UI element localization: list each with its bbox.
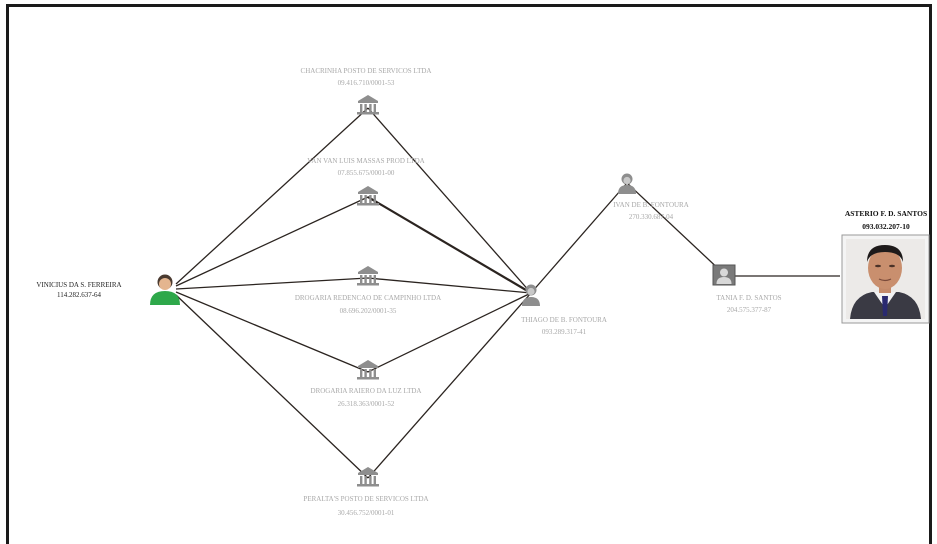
company3-id: 08.696.202/0001-35 [340,307,397,315]
person-icon [618,173,636,194]
company5-name: PERALTA'S POSTO DE SERVICOS LTDA [303,495,428,503]
edge-vinicius-company1 [175,107,369,285]
company2-name: VAN VAN LUIS MASSAS PROD LTDA [307,157,424,165]
tania-id: 204.575.377-87 [727,306,772,314]
company1-name: CHACRINHA POSTO DE SERVICOS LTDA [301,67,432,75]
thiago-name: THIAGO DE B. FONTOURA [521,316,607,324]
asterio-name: ASTERIO F. D. SANTOS [845,209,927,218]
bank-building-icon [357,266,379,286]
vinicius-name: VINICIUS DA S. FERREIRA [36,281,121,289]
id-card-icon [712,264,736,286]
bank-building-icon [357,186,379,206]
photo-portrait-icon [841,234,930,324]
vinicius-id: 114.282.637-64 [57,291,102,299]
company3-name: DROGARIA REDENCAO DE CAMPINHO LTDA [295,294,441,302]
edge-thiago-ivan [530,182,628,294]
edge-vinicius-company2 [175,196,369,287]
ivan-id: 270.330.687-04 [629,213,674,221]
edge-company2-thiago [367,196,532,294]
company4-id: 26.318.363/0001-52 [338,400,395,408]
edges-companies-thiago [367,107,532,479]
edges-vinicius-companies [175,107,369,479]
edge-company1-thiago [367,107,532,294]
node-company2[interactable]: VAN VAN LUIS MASSAS PROD LTDA 07.855.675… [307,157,425,206]
tania-name: TANIA F. D. SANTOS [716,294,781,302]
node-company4[interactable]: DROGARIA RAIERO DA LUZ LTDA 26.318.363/0… [311,360,422,408]
diagram-frame [6,4,932,544]
node-vinicius[interactable]: VINICIUS DA S. FERREIRA 114.282.637-64 [36,274,180,306]
edge-vinicius-company3 [175,277,369,290]
bank-building-icon [357,95,379,115]
edge-ivan-tania [626,182,725,275]
edge-vinicius-company5 [175,294,369,479]
node-ivan[interactable]: IVAN DE B. FONTOURA 270.330.687-04 [613,173,689,222]
company1-id: 09.416.710/0001-53 [338,79,395,87]
company5-id: 30.456.752/0001-01 [338,509,395,517]
bank-building-icon [357,360,379,380]
node-asterio[interactable]: ASTERIO F. D. SANTOS 093.032.207-10 [841,209,930,324]
person-icon [522,284,540,306]
asterio-id: 093.032.207-10 [862,222,910,231]
company4-name: DROGARIA RAIERO DA LUZ LTDA [311,387,422,395]
thiago-id: 093.289.317-41 [542,328,587,336]
edge-company3-thiago [367,277,532,294]
node-company3[interactable]: DROGARIA REDENCAO DE CAMPINHO LTDA 08.69… [295,266,441,315]
edge-company4-thiago [367,292,532,373]
company2-id: 07.855.675/0001-00 [338,169,395,177]
node-thiago[interactable]: THIAGO DE B. FONTOURA 093.289.317-41 [521,284,607,337]
node-company1[interactable]: CHACRINHA POSTO DE SERVICOS LTDA 09.416.… [301,67,432,115]
edge-company5-thiago [367,292,532,479]
node-tania[interactable]: TANIA F. D. SANTOS 204.575.377-87 [712,264,782,314]
edge-vinicius-company4 [175,291,369,373]
person-green-icon [150,274,180,305]
ivan-name: IVAN DE B. FONTOURA [613,201,689,209]
node-company5[interactable]: PERALTA'S POSTO DE SERVICOS LTDA 30.456.… [303,467,429,517]
